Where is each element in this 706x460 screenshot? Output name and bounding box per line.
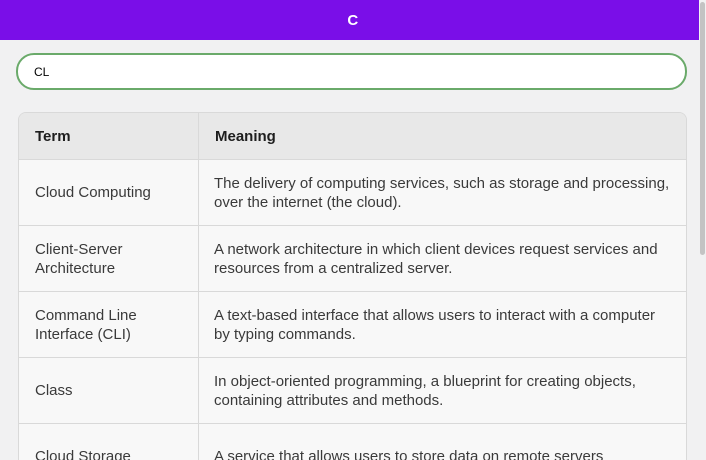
search-input[interactable] <box>16 53 687 90</box>
meaning-cell: The delivery of computing services, such… <box>199 160 686 226</box>
meaning-cell: A text-based interface that allows users… <box>199 292 686 358</box>
table-row: Cloud Storage A service that allows user… <box>19 424 686 460</box>
table-row: Class In object-oriented programming, a … <box>19 358 686 424</box>
glossary-section: Term Meaning Cloud Computing The deliver… <box>18 112 687 460</box>
meaning-cell: In object-oriented programming, a bluepr… <box>199 358 686 424</box>
glossary-table: Term Meaning Cloud Computing The deliver… <box>18 112 687 460</box>
table-header-row: Term Meaning <box>19 113 686 160</box>
column-header-term: Term <box>19 113 199 160</box>
table-row: Cloud Computing The delivery of computin… <box>19 160 686 226</box>
term-cell: Cloud Computing <box>19 160 199 226</box>
meaning-cell: A network architecture in which client d… <box>199 226 686 292</box>
scrollbar-thumb[interactable] <box>700 2 705 255</box>
term-cell: Cloud Storage <box>19 424 199 460</box>
term-cell: Command Line Interface (CLI) <box>19 292 199 358</box>
app-header: C <box>0 0 706 40</box>
meaning-cell: A service that allows users to store dat… <box>199 424 686 460</box>
column-header-meaning: Meaning <box>199 113 686 160</box>
table-row: Client-Server Architecture A network arc… <box>19 226 686 292</box>
page-title: C <box>347 11 359 29</box>
scrollbar-track[interactable] <box>699 0 706 460</box>
term-cell: Client-Server Architecture <box>19 226 199 292</box>
table-body: Cloud Computing The delivery of computin… <box>19 160 686 460</box>
term-cell: Class <box>19 358 199 424</box>
table-row: Command Line Interface (CLI) A text-base… <box>19 292 686 358</box>
search-bar <box>0 40 706 90</box>
